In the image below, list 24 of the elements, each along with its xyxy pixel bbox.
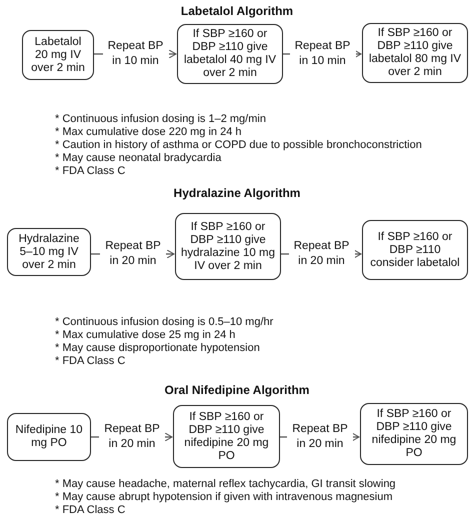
process-box: Labetalol 20 mg IV over 2 min <box>22 30 94 80</box>
note-text: * Max cumulative dose 25 mg in 24 h <box>55 329 236 342</box>
note-text: * May cause disproportionate hypotension <box>55 342 260 354</box>
note-text: * FDA Class C <box>55 504 126 516</box>
note-text: * FDA Class C <box>55 355 126 368</box>
process-box: If SBP ≥160 or DBP ≥110 give hydralazine 10 mg IV over 2 min <box>175 213 281 280</box>
note-text: * May cause headache, maternal reflex tachycardia, GI transit slowing <box>55 478 396 490</box>
section-heading: Labetalol Algorithm <box>180 4 294 18</box>
section-heading: Hydralazine Algorithm <box>172 186 302 200</box>
process-box: If SBP ≥160 or DBP ≥110 give labetalol 40 mg IV over 2 min <box>177 24 283 84</box>
process-box: If SBP ≥160 or DBP ≥110 give nifedipine 20 mg PO <box>173 405 280 468</box>
section-heading: Oral Nifedipine Algorithm <box>164 383 310 397</box>
note-text: * May cause neonatal bradycardia <box>55 152 222 164</box>
note-text: * Continuous infusion dosing is 0.5–10 mg/hr <box>55 316 274 328</box>
note-text: * Max cumulative dose 220 mg in 24 h <box>55 126 242 138</box>
process-box: If SBP ≥160 or DBP ≥110 consider labetalol <box>362 220 468 280</box>
note-text: * May cause abrupt hypotension if given with intravenous magnesium <box>55 491 393 504</box>
process-box: Hydralazine 5–10 mg IV over 2 min <box>7 228 91 276</box>
process-box: If SBP ≥160 or DBP ≥110 give nifedipine 20 mg PO <box>360 403 468 465</box>
process-box: Nifedipine 10 mg PO <box>7 413 91 461</box>
note-text: * FDA Class C <box>55 165 126 178</box>
note-text: * Caution in history of asthma or COPD due to possible bronchoconstriction <box>55 139 422 152</box>
process-box: If SBP ≥160 or DBP ≥110 give labetalol 80 mg IV over 2 min <box>362 23 468 83</box>
note-text: * Continuous infusion dosing is 1–2 mg/min <box>55 113 266 126</box>
